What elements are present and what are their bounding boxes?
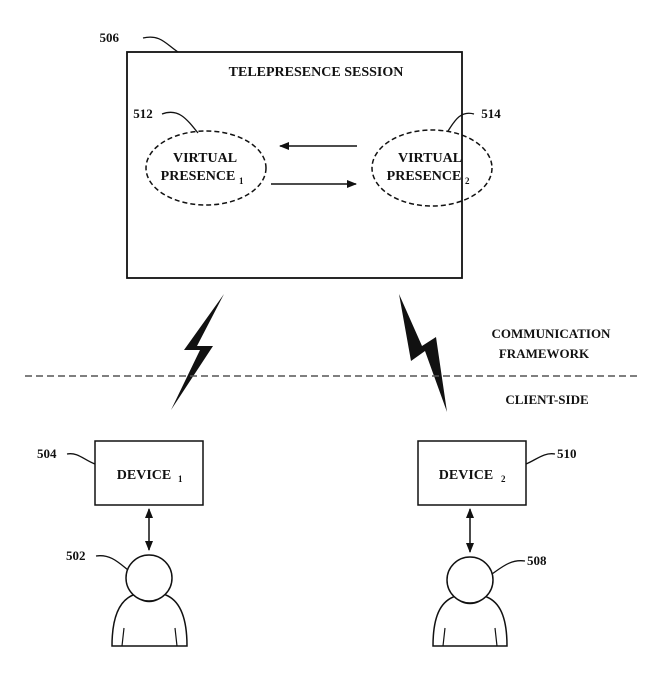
presence-2-ref: 514 (481, 106, 501, 121)
virtual-presence-2: VIRTUAL PRESENCE 2 514 (371, 106, 501, 207)
client-side-label: CLIENT-SIDE (505, 392, 588, 407)
session-title: TELEPRESENCE SESSION (229, 65, 404, 80)
virtual-presence-1: VIRTUAL PRESENCE 1 512 (133, 106, 267, 206)
presence-2-line2: PRESENCE (387, 169, 462, 184)
presence-2-subscript: 2 (465, 176, 470, 186)
device-1-ref-leader (66, 453, 96, 465)
presence-1-ref: 512 (133, 106, 153, 121)
device-2-ref-leader (525, 453, 556, 465)
presence-1-ellipse (145, 130, 267, 206)
presence-1-subscript: 1 (239, 176, 244, 186)
user-1-icon (111, 554, 188, 647)
device-2-ref: 510 (557, 446, 577, 461)
framework-label-line1: COMMUNICATION (492, 326, 612, 341)
user-2-ref: 508 (527, 553, 547, 568)
device-2-label: DEVICE (439, 468, 493, 483)
device-2-box (417, 440, 527, 506)
device-1-ref: 504 (37, 446, 57, 461)
user-1-ref-leader (95, 555, 129, 571)
presence-1-ref-leader (161, 111, 199, 134)
lightning-bolt-right-icon (399, 294, 447, 412)
device-2: DEVICE 2 510 (417, 440, 577, 506)
user-1-ref: 502 (66, 548, 86, 563)
user-2-ref-leader (491, 560, 526, 575)
session-ref: 506 (100, 30, 120, 45)
device-2-subscript: 2 (501, 474, 506, 484)
session-ref-leader (142, 36, 179, 53)
presence-2-ref-leader (447, 112, 475, 132)
presence-1-line1: VIRTUAL (173, 151, 237, 166)
device-1-box (94, 440, 204, 506)
user-2-icon (432, 556, 508, 647)
telepresence-session: TELEPRESENCE SESSION 506 (100, 30, 463, 279)
device-1-subscript: 1 (178, 474, 183, 484)
presence-1-line2: PRESENCE (161, 169, 236, 184)
device-1-label: DEVICE (117, 468, 171, 483)
framework-label-line2: FRAMEWORK (499, 346, 590, 361)
session-box (126, 51, 463, 279)
lightning-bolt-left-icon (171, 294, 224, 410)
presence-2-ellipse (371, 129, 493, 207)
device-1: DEVICE 1 504 (37, 440, 204, 506)
presence-2-line1: VIRTUAL (398, 151, 462, 166)
